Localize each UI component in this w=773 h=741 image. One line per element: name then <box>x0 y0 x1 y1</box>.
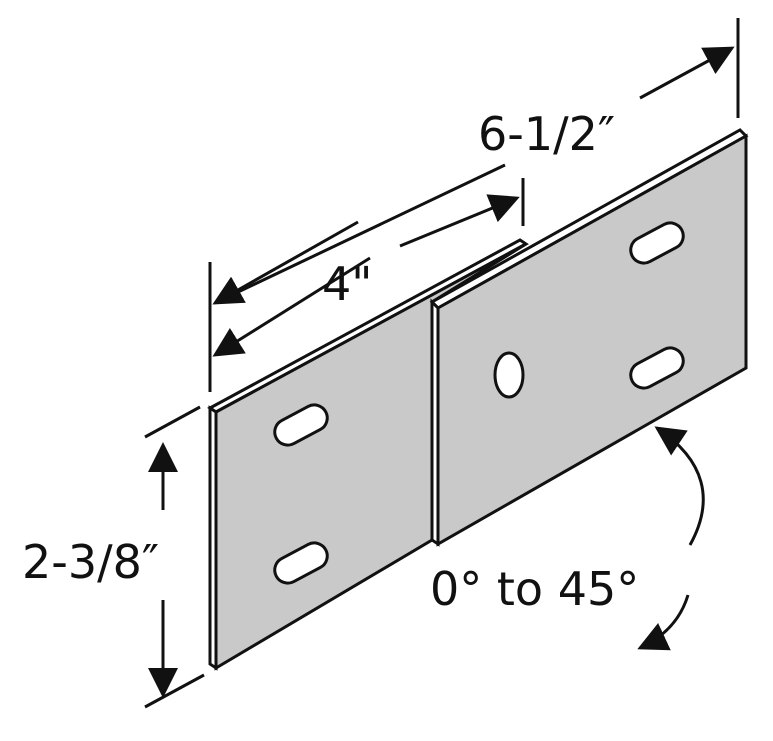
dim-4-arrow-left <box>212 220 359 305</box>
right-plate-slot-lower <box>629 346 685 390</box>
right-plate-face <box>436 133 748 547</box>
dim-6-1-2-arrow-right <box>639 46 735 100</box>
height-label: 2-3/8″ <box>22 535 159 589</box>
angle-range-label: 0° to 45° <box>430 562 639 616</box>
dim-4-arrow-right-upper <box>399 194 520 248</box>
right-plate-round-hole <box>493 351 525 399</box>
overall-length-label: 6-1/2″ <box>478 107 615 161</box>
left-plate <box>207 238 529 671</box>
extension-line-bottom-height <box>144 673 205 709</box>
right-plate-slot-upper <box>629 221 685 265</box>
left-plate-length-label: 4" <box>322 257 372 311</box>
dimension-lines <box>148 46 735 698</box>
left-plate-slot-upper <box>273 403 329 447</box>
angle-arc-upper <box>654 426 705 546</box>
dim-6-1-2-line <box>214 163 506 305</box>
angle-arc-lower <box>637 594 690 651</box>
dim-4-arrow-left-lower <box>212 256 371 357</box>
right-plate <box>429 128 749 547</box>
left-plate-slot-lower <box>273 541 329 585</box>
extension-line-top-height <box>144 405 201 439</box>
